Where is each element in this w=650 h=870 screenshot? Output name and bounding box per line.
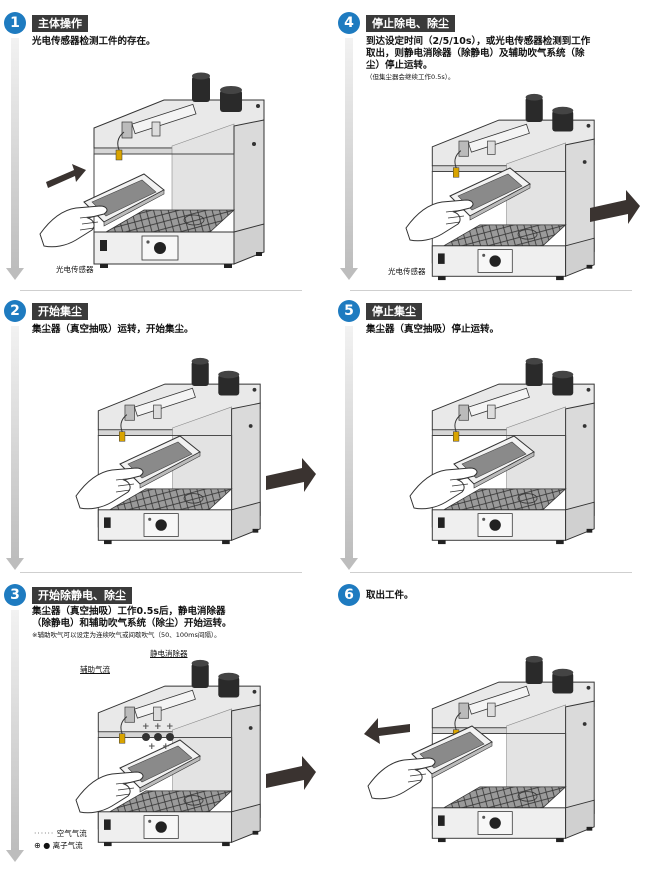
- step-5-desc: 集尘器（真空抽吸）停止运转。: [366, 324, 500, 335]
- step-2-number: 2: [4, 300, 26, 322]
- ionizer-label: 静电消除器: [150, 649, 188, 658]
- divider: [20, 290, 302, 291]
- device-illustration: [93, 72, 265, 268]
- legend-ion-flow: ⊕ ● 离子气流: [34, 840, 83, 851]
- svg-text:+: +: [162, 742, 170, 752]
- step-6: 6 取出工件。: [338, 584, 648, 866]
- device-illustration: [431, 357, 595, 545]
- hand-with-workpiece: [405, 167, 531, 242]
- exhaust-arrow: [266, 458, 316, 492]
- step-4-number: 4: [338, 12, 360, 34]
- remove-arrow: [364, 718, 410, 744]
- step-2-title: 开始集尘: [32, 303, 88, 320]
- step-3-title: 开始除静电、除尘: [32, 587, 132, 604]
- plus-minus-icon: ⊕ ●: [34, 841, 51, 850]
- step-1: 1 主体操作 光电传感器检测工件的存在。 光电传感器: [4, 12, 324, 282]
- ion-flow-icons: +++ ++: [142, 722, 174, 752]
- step-4-title: 停止除电、除尘: [366, 15, 455, 32]
- divider: [20, 572, 302, 573]
- sensor-label: 光电传感器: [56, 265, 94, 274]
- step-5-number: 5: [338, 300, 360, 322]
- device-illustration: [97, 357, 261, 545]
- step-1-desc: 光电传感器检测工件的存在。: [32, 36, 156, 47]
- step-4: 4 停止除电、除尘 到达设定时间（2/5/10s），或光电传感器检测到工作 取出…: [338, 12, 648, 282]
- svg-text:+: +: [142, 722, 150, 732]
- assist-air-label: 辅助气流: [80, 665, 110, 674]
- divider: [350, 572, 632, 573]
- step-3: 3 开始除静电、除尘 集尘器（真空抽吸）工作0.5s后，静电消除器 （除静电）和…: [4, 584, 324, 866]
- step-6-number: 6: [338, 584, 360, 606]
- exhaust-arrow: [266, 756, 316, 790]
- legend-ion-text: 离子气流: [52, 841, 83, 850]
- step-3-desc: 集尘器（真空抽吸）工作0.5s后，静电消除器 （除静电）和辅助吹气系统（除尘）开…: [32, 606, 232, 629]
- divider: [350, 290, 632, 291]
- step-5: 5 停止集尘 集尘器（真空抽吸）停止运转。: [338, 300, 648, 570]
- svg-text:+: +: [154, 722, 162, 732]
- device-illustration: [97, 659, 261, 847]
- legend-air-text: 空气气流: [56, 829, 87, 838]
- step-6-desc: 取出工件。: [366, 590, 414, 601]
- step-2: 2 开始集尘 集尘器（真空抽吸）运转，开始集尘。: [4, 300, 324, 570]
- hand-with-workpiece: [39, 173, 165, 248]
- step-4-note: （但集尘器会继续工作0.5s）。: [366, 73, 455, 81]
- exhaust-arrow: [590, 190, 640, 224]
- step-2-desc: 集尘器（真空抽吸）运转，开始集尘。: [32, 324, 194, 335]
- step-5-title: 停止集尘: [366, 303, 422, 320]
- step-3-number: 3: [4, 584, 26, 606]
- sensor-label: 光电传感器: [388, 267, 426, 276]
- step-4-desc: 到达设定时间（2/5/10s），或光电传感器检测到工作 取出，则静电消除器（除静…: [366, 36, 591, 71]
- hand-with-workpiece: [367, 725, 493, 800]
- hand-with-workpiece: [75, 435, 201, 510]
- step-1-title: 主体操作: [32, 15, 88, 32]
- hand-with-workpiece: [75, 739, 201, 814]
- hand-with-workpiece: [409, 435, 535, 510]
- svg-text:+: +: [148, 742, 156, 752]
- svg-text:+: +: [166, 722, 174, 732]
- device-illustration: [431, 655, 595, 843]
- legend-air-flow: ······ 空气气流: [34, 829, 87, 838]
- step-3-note: ※辅助吹气可以设定为连续吹气或间歇吹气（50、100ms间隔）。: [32, 631, 221, 639]
- insert-arrow: [46, 164, 86, 188]
- step-1-number: 1: [4, 12, 26, 34]
